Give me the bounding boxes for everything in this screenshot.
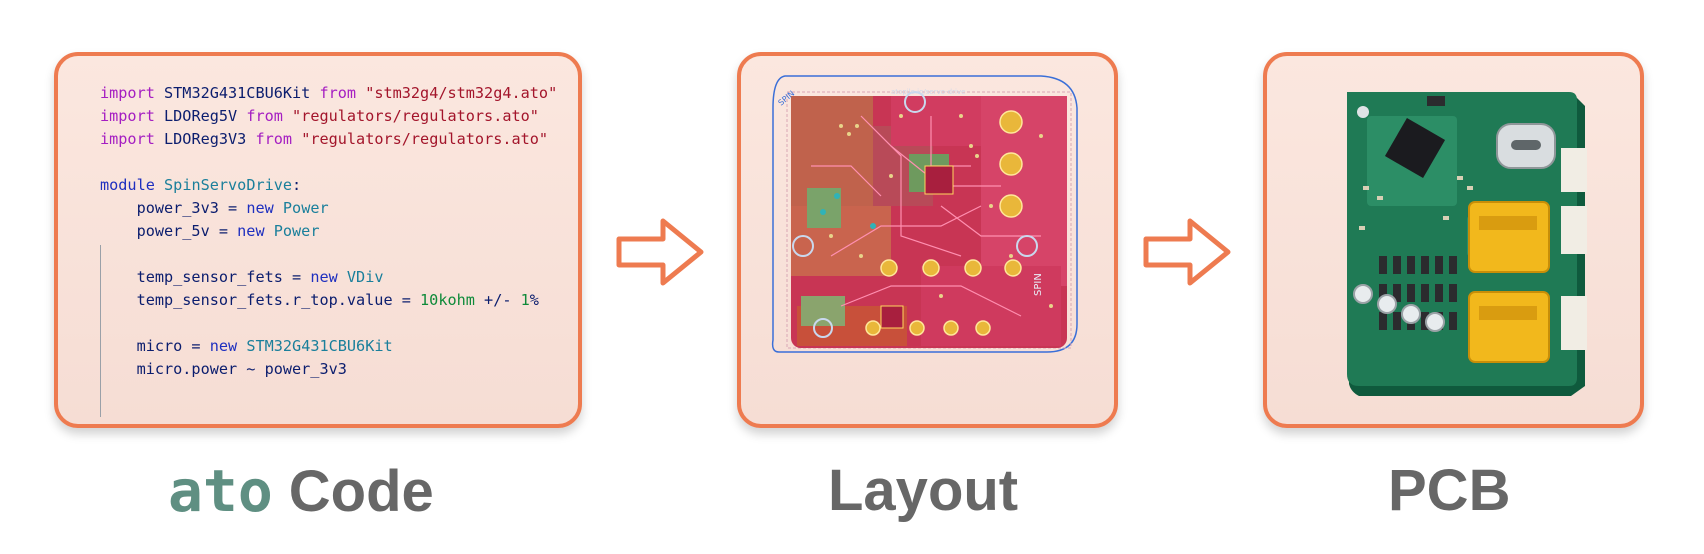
code-line: import STM32G431CBU6Kit from "stm32g4/st… [100,82,557,105]
code-token [265,222,274,240]
code-token: "regulators/regulators.ato" [282,107,539,125]
code-token: LDOReg3V3 [154,130,256,148]
code-token: new [237,222,265,240]
code-token: new [310,268,338,286]
code-token: VDiv [346,268,384,286]
code-token: from [319,84,357,102]
code-label-text: Code [288,459,434,524]
code-token: power_5v = [100,222,238,240]
code-token: temp_sensor_fets.r_top.value = [100,291,421,309]
code-token: Power [273,222,320,240]
arrow-right-icon [1143,218,1231,286]
code-line [100,243,557,266]
code-token: STM32G431CBU6Kit [154,84,320,102]
silk-text-side: SPIN [1033,273,1044,296]
code-token: import [100,84,155,102]
code-token: % [529,291,539,309]
code-token: +/- [474,291,521,309]
code-line [100,151,557,174]
silk-text-top: atopile.io/servo-drive [891,88,965,96]
code-block: import STM32G431CBU6Kit from "stm32g4/st… [100,82,557,381]
code-token [155,176,164,194]
arrow-right-icon [616,218,704,286]
code-line: import LDOReg5V from "regulators/regulat… [100,105,557,128]
indent-guide [100,245,101,417]
pcb-photo-image [1347,92,1587,396]
code-line: power_3v3 = new Power [100,197,557,220]
code-token: micro.power ~ power_3v3 [100,360,347,378]
pcb-layout-image: atopile.io/servo-drive SPIN SPIN [771,75,1078,353]
code-token: Power [282,199,329,217]
code-line: import LDOReg3V3 from "regulators/regula… [100,128,557,151]
code-token: module [100,176,155,194]
code-token: from [246,107,283,125]
code-line: temp_sensor_fets = new VDiv [100,266,557,289]
ato-wordmark: ato [168,457,273,525]
code-token: STM32G431CBU6Kit [246,337,393,355]
code-token: micro = [100,337,210,355]
code-token: LDOReg5V [154,107,247,125]
code-panel: import STM32G431CBU6Kit from "stm32g4/st… [54,52,582,428]
code-token: 1 [520,291,530,309]
layout-label: Layout [828,458,1019,523]
code-token: power_3v3 = [100,199,247,217]
pcb-photo-panel [1263,52,1644,428]
code-token: "regulators/regulators.ato" [292,130,549,148]
code-token: new [209,337,238,355]
code-line: power_5v = new Power [100,220,557,243]
pcb-label: PCB [1388,458,1511,523]
code-token: "stm32g4/stm32g4.ato" [356,84,558,102]
code-token [338,268,347,286]
code-token: new [246,199,274,217]
code-token: SpinServoDrive [164,176,293,194]
code-line: micro = new STM32G431CBU6Kit [100,335,557,358]
code-line: temp_sensor_fets.r_top.value = 10kohm +/… [100,289,557,312]
code-line: module SpinServoDrive: [100,174,557,197]
code-line [100,312,557,335]
code-token: import [100,130,155,148]
code-token: import [100,107,155,125]
code-token: : [292,176,302,194]
code-token: temp_sensor_fets = [100,268,311,286]
layout-panel: atopile.io/servo-drive SPIN SPIN [737,52,1118,428]
code-token [274,199,283,217]
code-token: 10kohm [420,291,475,309]
code-token [237,337,246,355]
code-line: micro.power ~ power_3v3 [100,358,557,381]
code-token: from [255,130,293,148]
